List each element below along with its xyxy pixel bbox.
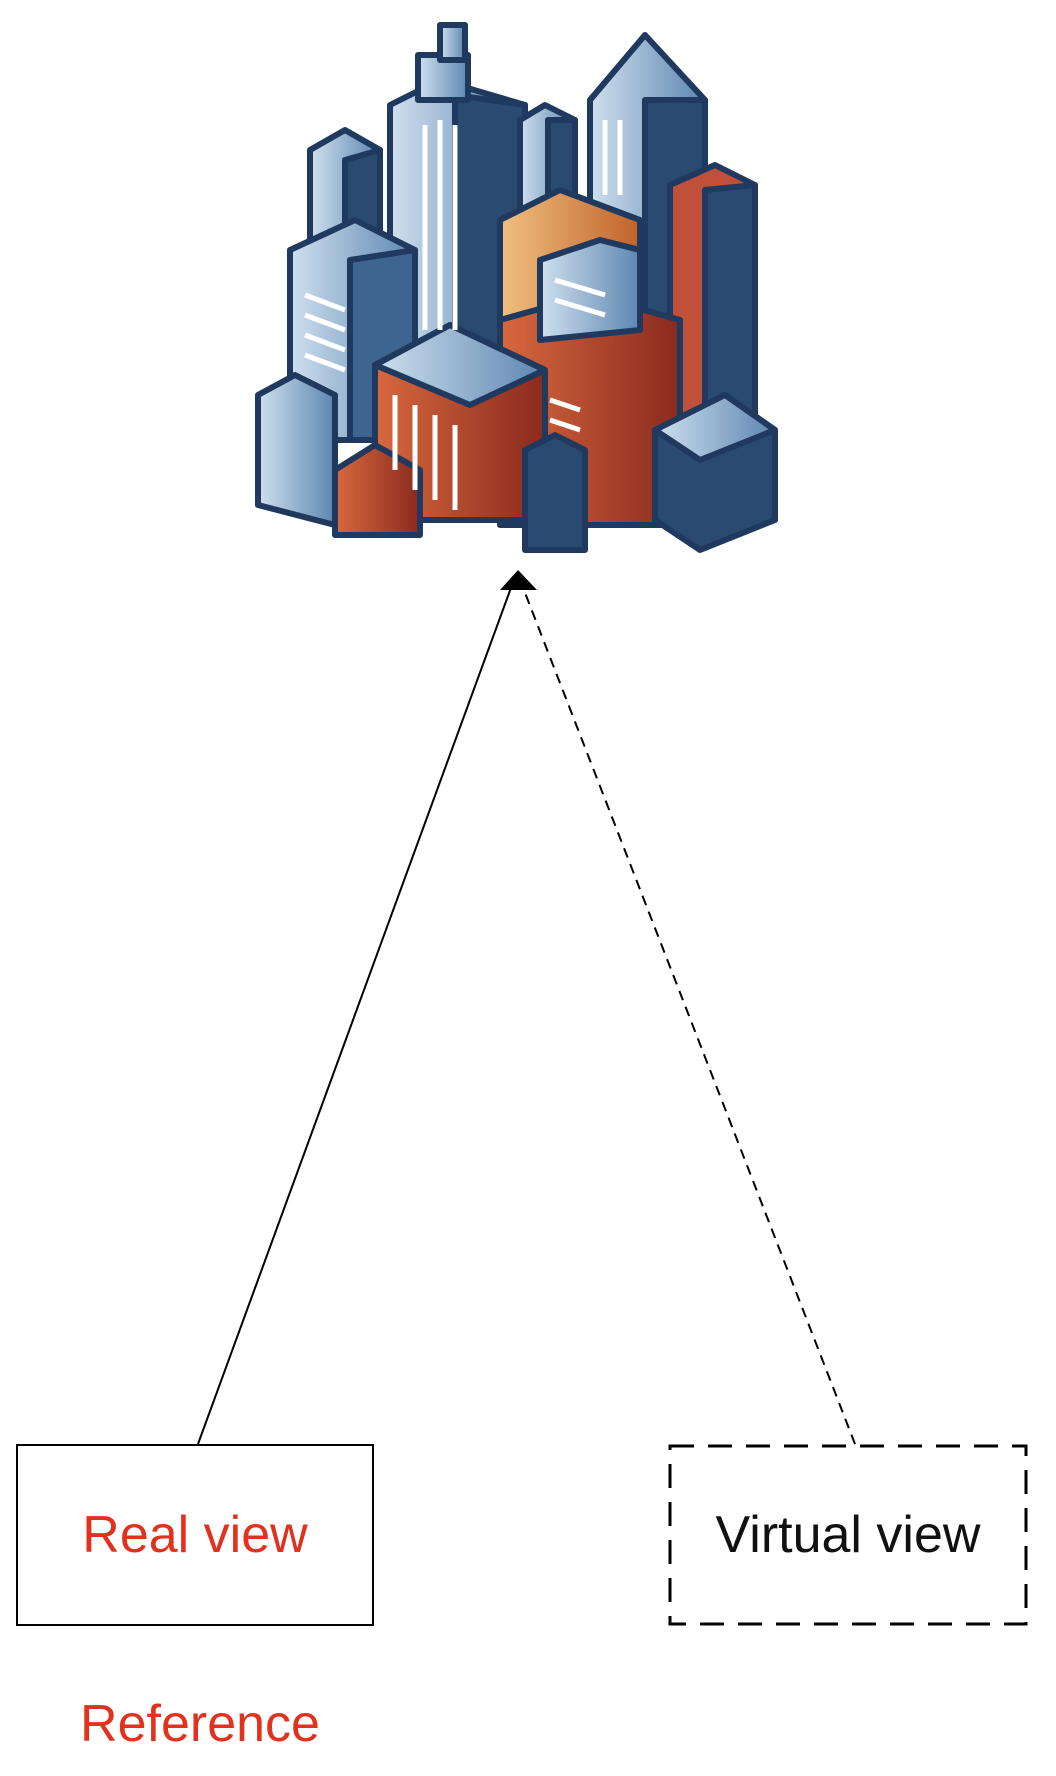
- arrowhead: [500, 570, 537, 590]
- real-view-label: Real view: [82, 1506, 308, 1564]
- virtual-view-arrow: [521, 584, 856, 1445]
- real-view-arrow: [197, 584, 513, 1445]
- connector-arrows: [197, 570, 856, 1445]
- city-buildings-icon: [255, 22, 778, 553]
- virtual-view-box: Virtual view: [668, 1444, 1028, 1626]
- reference-label: Reference: [80, 1695, 320, 1753]
- virtual-view-label: Virtual view: [715, 1505, 981, 1564]
- real-view-box: Real view: [16, 1444, 374, 1626]
